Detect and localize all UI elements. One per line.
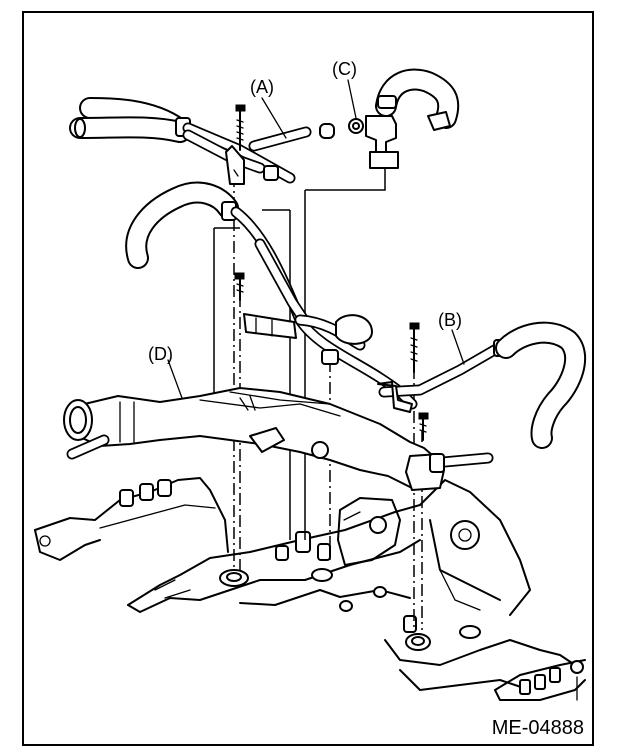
fitting-c xyxy=(319,68,460,169)
callout-c: (C) xyxy=(332,59,357,79)
callout-b: (B) xyxy=(438,310,462,330)
leader-lines xyxy=(167,79,465,399)
bolt-icon xyxy=(234,272,245,301)
bolt-icon xyxy=(409,322,420,373)
bolt-icon xyxy=(418,412,429,441)
water-pipe-d xyxy=(63,387,494,491)
pipe-a-assembly xyxy=(69,97,312,185)
figure-code: ME-04888 xyxy=(491,717,584,739)
bolt-icon xyxy=(235,104,246,151)
diagram-frame xyxy=(22,11,594,746)
callout-d: (D) xyxy=(148,344,173,364)
engine-block xyxy=(34,477,586,701)
hose-b-assembly xyxy=(125,181,587,449)
callout-a: (A) xyxy=(250,77,274,97)
